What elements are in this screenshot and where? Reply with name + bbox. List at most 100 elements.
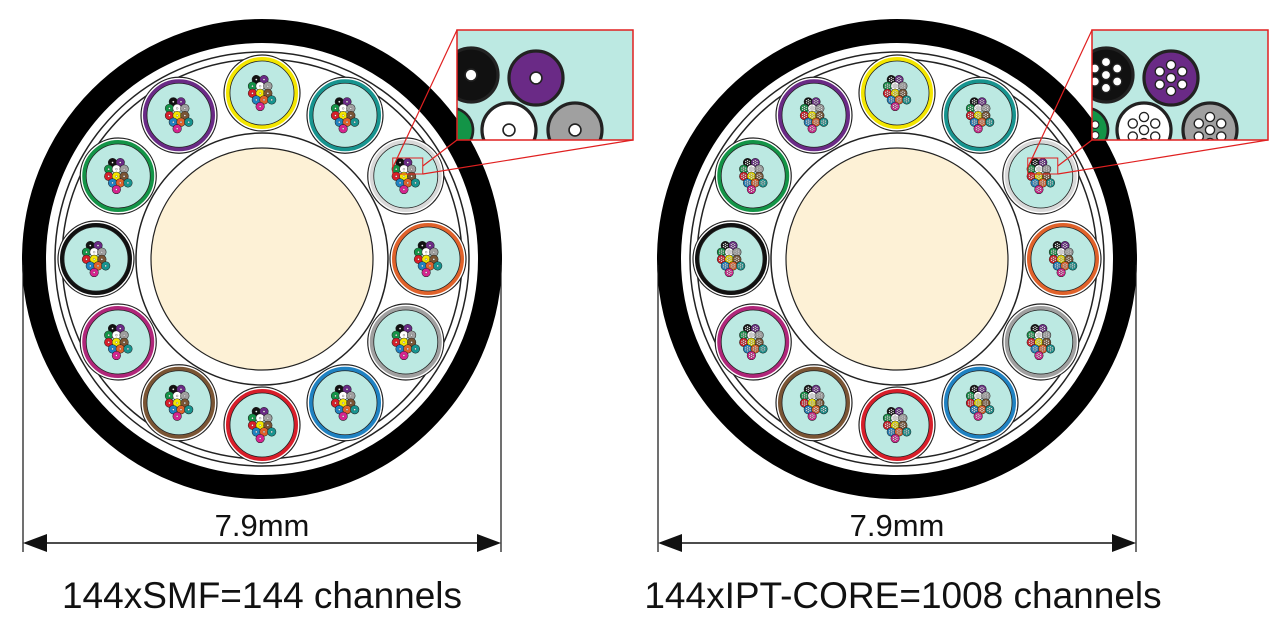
fiber-core	[744, 340, 747, 343]
fiber-core	[752, 328, 755, 331]
inset-border	[1091, 29, 1269, 141]
fiber-core	[741, 266, 744, 268]
fiber-core	[894, 422, 896, 425]
fiber-core	[726, 245, 728, 248]
fiber-core	[902, 85, 904, 87]
fiber-core	[748, 349, 751, 351]
fiber-core	[756, 183, 758, 185]
fiber-core	[813, 126, 815, 129]
buffer-tube	[367, 137, 445, 215]
fiber-core	[981, 406, 983, 409]
fiber-core	[728, 260, 730, 263]
fiber-core	[758, 170, 760, 173]
fiber-core	[176, 415, 179, 418]
fiber-core	[973, 388, 976, 391]
fiber-core	[758, 343, 760, 346]
fiber-core	[988, 410, 991, 413]
fiber-core	[728, 273, 730, 276]
fiber-core	[760, 167, 762, 169]
fiber-core	[973, 103, 976, 105]
fiber-core	[1062, 266, 1065, 268]
fiber-core	[982, 387, 985, 390]
callout-line	[1027, 29, 1093, 168]
fiber-core	[722, 243, 725, 246]
fiber-core	[899, 98, 902, 100]
fiber-core	[1038, 332, 1040, 334]
fiber-core	[973, 123, 976, 126]
fiber-core	[809, 99, 811, 102]
fiber-core	[817, 108, 819, 111]
fiber-core	[809, 106, 812, 109]
fiber-core	[251, 85, 254, 88]
fiber-core	[410, 175, 413, 178]
fiber-core	[720, 256, 723, 259]
fiber-core	[115, 188, 118, 191]
fiber-core	[1043, 340, 1046, 343]
fiber-core	[1041, 329, 1044, 332]
fiber-core	[1058, 264, 1060, 266]
fiber-core	[819, 393, 821, 395]
fiber-core	[982, 409, 985, 412]
fiber-core	[817, 106, 819, 109]
fiber-core	[1032, 169, 1034, 172]
fiber-core	[259, 417, 262, 420]
fiber-core	[898, 101, 900, 103]
fiber-core	[1034, 350, 1036, 352]
fiber-core	[744, 349, 747, 351]
fiber-core	[349, 394, 352, 397]
fiber-core	[172, 408, 175, 411]
tube-inner-line	[229, 392, 295, 458]
fiber-core	[1065, 264, 1068, 266]
fiber-core	[760, 181, 762, 183]
fiber-core	[748, 187, 751, 190]
fiber-core	[896, 432, 899, 434]
fiber-core	[179, 100, 183, 103]
fiber-core	[902, 424, 904, 427]
fiber-core	[969, 112, 972, 115]
fiber-core	[750, 190, 753, 193]
fiber-core	[813, 115, 815, 118]
fiber-core	[967, 115, 970, 118]
fiber-core	[900, 84, 902, 86]
fiber-core	[255, 430, 258, 433]
fiber-core	[981, 386, 983, 389]
fiber-core	[760, 347, 762, 349]
fiber-core	[724, 267, 727, 269]
fiber-core	[738, 264, 740, 266]
fiber-core	[805, 389, 808, 392]
fiber-core	[760, 176, 762, 179]
fiber-core	[262, 98, 266, 101]
fiber-core	[975, 416, 978, 419]
fiber-core	[756, 160, 758, 163]
fiber-core	[739, 265, 742, 267]
fiber-core	[1069, 259, 1072, 262]
fiber-core	[981, 123, 983, 126]
fiber-core	[168, 394, 171, 397]
fiber-core	[888, 100, 891, 102]
fiber-core	[975, 106, 978, 109]
fiber-core	[898, 412, 900, 415]
fiber-core	[739, 267, 742, 269]
fiber-core	[754, 325, 757, 328]
fiber-core	[988, 408, 991, 411]
fiber-core	[985, 116, 987, 119]
fiber-core	[903, 425, 906, 428]
fiber-core	[807, 98, 810, 101]
fiber-core	[892, 409, 894, 412]
fiber-core	[907, 100, 910, 102]
fiber-core	[410, 341, 413, 344]
fiber-core	[752, 335, 755, 338]
fiber-core	[733, 243, 736, 246]
fiber-core	[987, 122, 989, 125]
fiber-core	[987, 407, 989, 410]
fiber-core	[1165, 85, 1177, 97]
fiber-core	[1036, 355, 1038, 358]
fiber-core	[752, 187, 755, 190]
fiber-core	[345, 388, 349, 391]
fiber-core	[119, 347, 122, 350]
fiber-core	[1058, 270, 1061, 273]
fiber-core	[886, 415, 889, 417]
fiber-core	[805, 108, 808, 111]
arrow-left-icon	[658, 534, 682, 552]
fiber-core	[748, 183, 751, 185]
